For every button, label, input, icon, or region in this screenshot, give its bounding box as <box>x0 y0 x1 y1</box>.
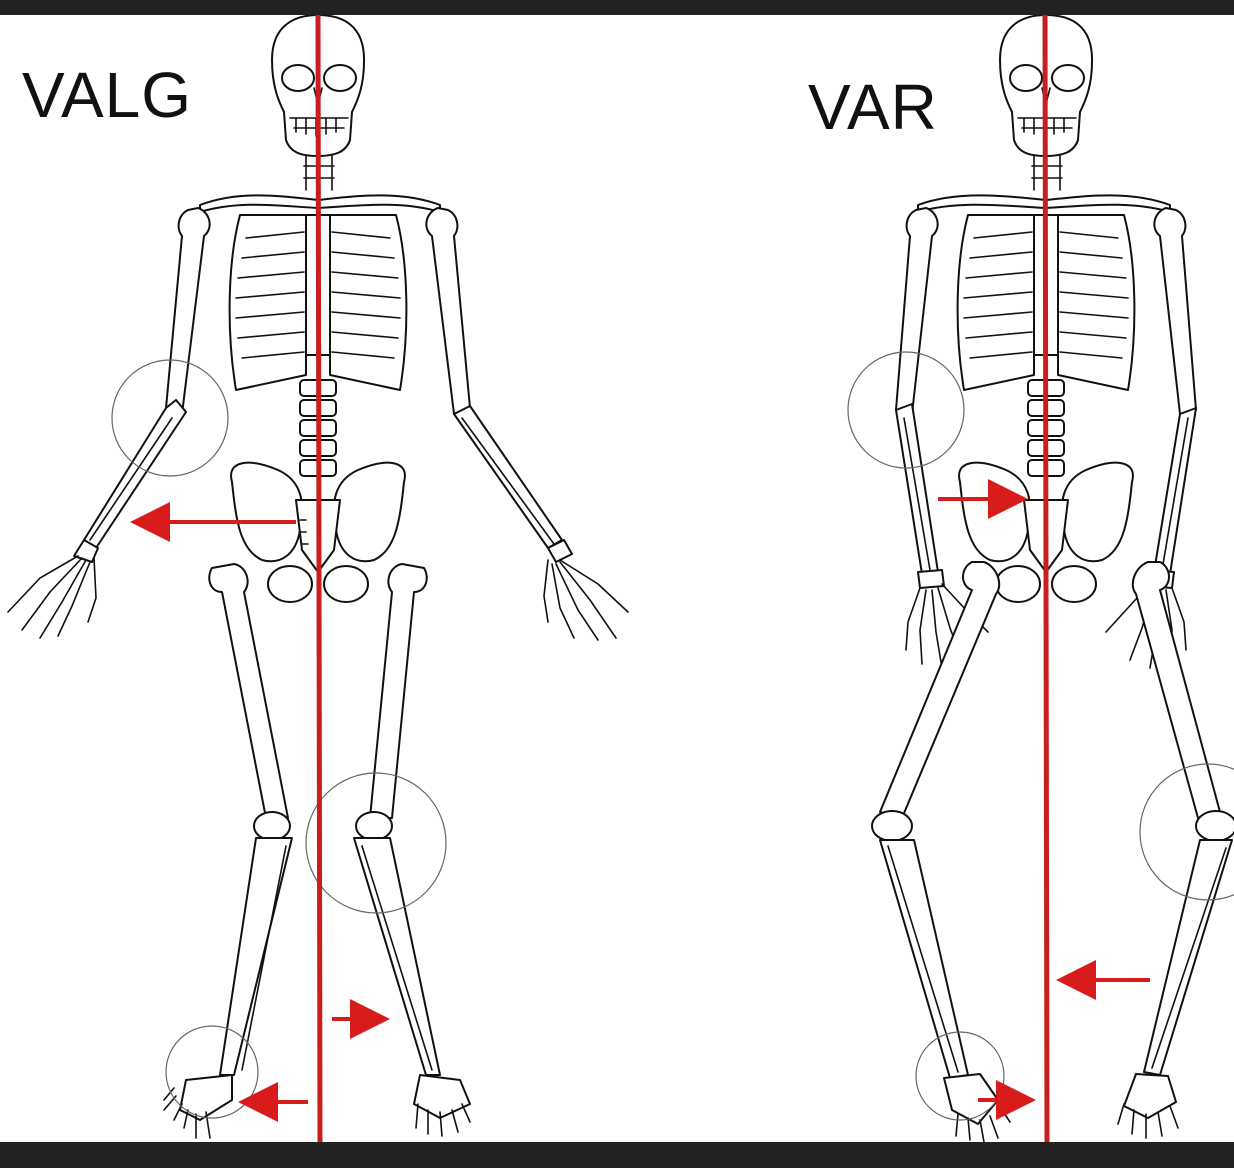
skeleton-diagram <box>7 15 1234 1142</box>
valgus-ribcage <box>228 214 408 391</box>
varus-right-leg <box>1117 561 1234 1139</box>
varus-elbow-circle <box>847 351 965 469</box>
varus-left-leg <box>871 561 1011 1142</box>
valgus-skeleton <box>7 15 629 1139</box>
varus-cervical-spine <box>1031 155 1063 191</box>
varus-left-arm <box>895 207 989 669</box>
valgus-elbow-circle <box>111 359 229 477</box>
valgus-left-leg <box>163 563 293 1139</box>
valgus-midline <box>315 15 323 1142</box>
valgus-lumbar-spine <box>299 379 337 477</box>
valgus-title: VALG <box>22 59 192 131</box>
varus-title: VAR <box>808 71 938 143</box>
valgus-left-arm <box>7 207 211 639</box>
valgus-cervical-spine <box>303 155 335 191</box>
valgus-right-leg <box>353 563 471 1137</box>
varus-skeleton <box>847 15 1234 1142</box>
top-frame-bar <box>0 0 1234 15</box>
valgus-foot-circle <box>165 1025 259 1119</box>
valgus-right-arm <box>425 207 629 641</box>
varus-midline <box>1042 15 1050 1142</box>
valgus-knee-circle <box>305 772 447 914</box>
bottom-frame-bar <box>0 1142 1234 1168</box>
varus-foot-circle <box>915 1031 1005 1121</box>
varus-knee-circle <box>1139 763 1234 901</box>
